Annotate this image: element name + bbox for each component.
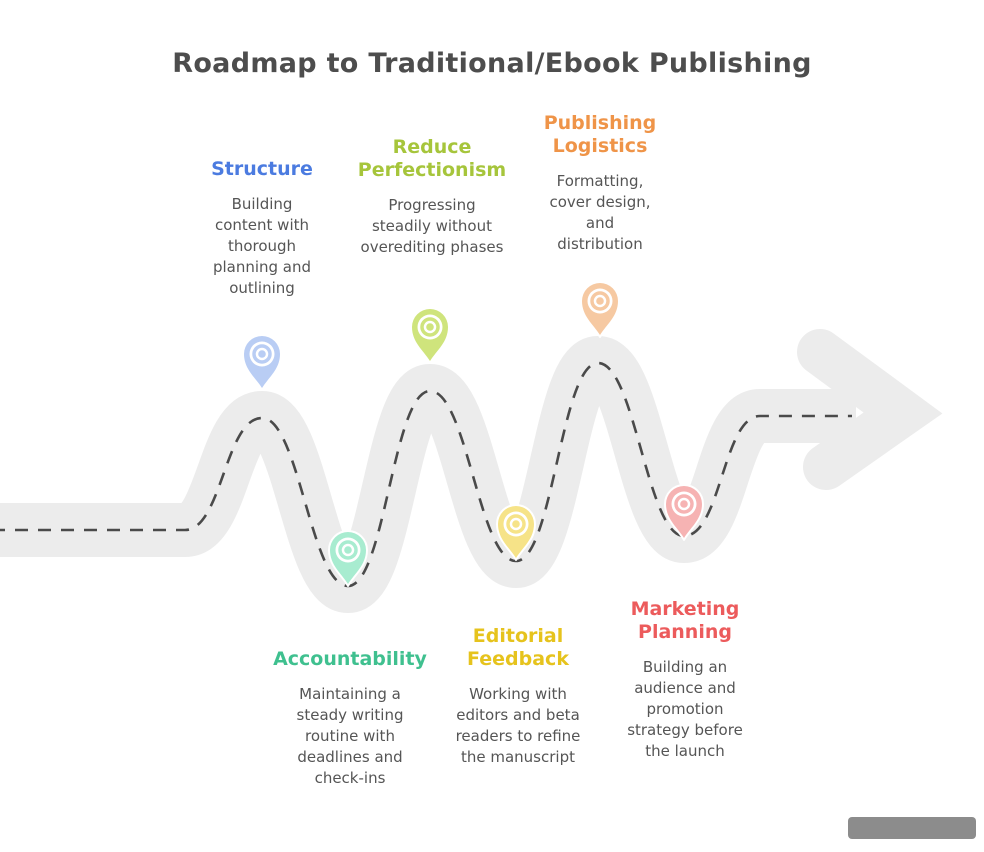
map-pin-icon [327, 530, 369, 588]
map-pin-icon [495, 504, 537, 562]
milestone-description: Maintaining a steady writing routine wit… [296, 685, 404, 788]
milestone-label: Structure [211, 158, 313, 180]
milestone-marketing-planning: Marketing Planning Building an audience … [605, 598, 765, 762]
watermark-badge [848, 817, 976, 839]
milestone-description: Working with editors and beta readers to… [455, 685, 581, 767]
milestone-publishing-logistics: Publishing Logistics Formatting, cover d… [525, 112, 675, 255]
page-title: Roadmap to Traditional/Ebook Publishing [172, 48, 812, 79]
milestone-label: Publishing Logistics [543, 112, 657, 158]
pin-structure [239, 331, 285, 392]
road-path [0, 335, 856, 614]
map-pin-icon [241, 334, 283, 392]
milestone-label: Reduce Perfectionism [357, 136, 507, 182]
map-pin-icon [409, 307, 451, 365]
milestone-description: Progressing steadily without overediting… [360, 196, 504, 257]
milestone-description: Formatting, cover design, and distributi… [549, 172, 651, 254]
milestone-description: Building an audience and promotion strat… [627, 658, 743, 761]
milestone-description: Building content with thorough planning … [212, 195, 312, 298]
pin-editorial-feedback [493, 501, 539, 562]
pin-reduce-perfectionism [407, 304, 453, 365]
pin-publishing-logistics [577, 278, 623, 339]
milestone-structure: Structure Building content with thorough… [187, 158, 337, 299]
milestone-label: Marketing Planning [630, 598, 740, 644]
pin-marketing-planning [661, 481, 707, 542]
map-pin-icon [579, 281, 621, 339]
arrowhead [797, 329, 943, 490]
milestone-editorial-feedback: Editorial Feedback Working with editors … [443, 625, 593, 768]
milestone-label: Editorial Feedback [467, 625, 569, 671]
milestone-accountability: Accountability Maintaining a steady writ… [265, 648, 435, 789]
road-dashed-centerline [0, 361, 852, 588]
pin-accountability [325, 527, 371, 588]
milestone-reduce-perfectionism: Reduce Perfectionism Progressing steadil… [347, 136, 517, 258]
milestone-label: Accountability [273, 648, 427, 670]
map-pin-icon [663, 484, 705, 542]
